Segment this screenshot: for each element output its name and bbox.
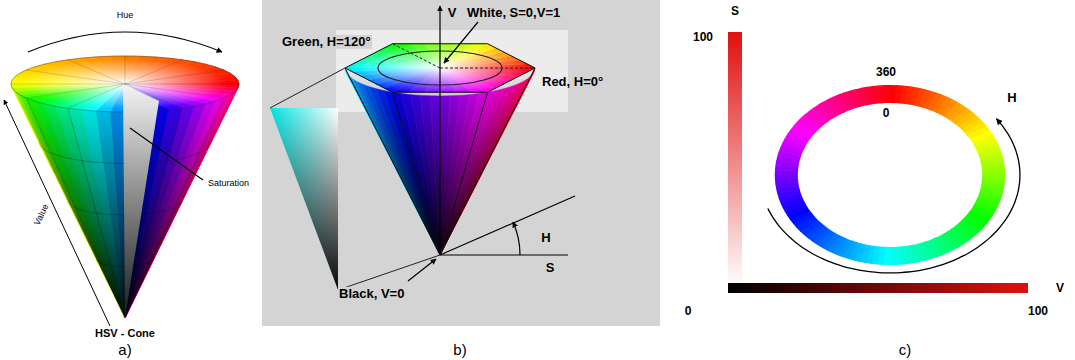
drawing-stroke: [125, 56, 126, 84]
axis-label: S: [545, 261, 556, 275]
drawing-stroke: [775, 174, 798, 179]
drawing-stroke: [775, 85, 1005, 265]
drawing-stroke: [123, 84, 159, 318]
point-label: Black, V=0: [338, 287, 405, 301]
figure-label: HSV - Cone: [94, 327, 156, 339]
drawing-stroke: [444, 22, 478, 63]
hsv-hexcone: [270, 6, 575, 290]
axis-label: S: [730, 5, 740, 18]
drawing-stroke: [440, 68, 535, 69]
drawing-stroke: [393, 44, 441, 68]
drawing-stroke: [130, 128, 203, 180]
drawing-stroke: [440, 196, 575, 255]
drawing-stroke: [26, 84, 125, 98]
drawing-stroke: [440, 254, 568, 255]
axis-label: H: [540, 231, 551, 245]
panel-background: [262, 0, 660, 326]
drawing-stroke: [768, 119, 1020, 273]
drawing-stroke: [26, 70, 125, 84]
drawing-stroke: [338, 255, 440, 290]
drawing-stroke: [11, 84, 125, 85]
scale-number: 0: [684, 305, 693, 318]
drawing-stroke: [345, 68, 440, 255]
drawing-stroke: [270, 68, 345, 108]
scale-number: 100: [1027, 305, 1049, 318]
panel-label: c): [898, 342, 913, 359]
value-bar: [728, 283, 1028, 293]
drawing-stroke: [440, 92, 488, 255]
axis-label: H: [1006, 91, 1017, 105]
drawing-stroke: [513, 222, 520, 255]
drawing-stroke: [125, 84, 239, 85]
saturation-bar: [728, 32, 742, 288]
drawing-stroke: [439, 6, 440, 255]
drawing-stroke: [68, 84, 125, 108]
drawing-stroke: [884, 85, 891, 103]
panel-label: a): [117, 342, 132, 359]
drawing-stroke: [125, 60, 182, 84]
drawing-stroke: [889, 247, 896, 265]
axis-label: V: [1055, 282, 1065, 295]
drawing-stroke: [393, 92, 441, 255]
axis-label: Hue: [116, 11, 135, 21]
drawing-stroke: [28, 32, 222, 52]
drawing-stroke: [11, 84, 239, 318]
drawing-stroke: [270, 108, 338, 290]
drawing-stroke: [68, 60, 125, 84]
axis-label: V: [447, 6, 458, 20]
drawing-stroke: [408, 259, 436, 281]
scale-number: 0: [882, 107, 891, 120]
drawing-stroke: [440, 68, 535, 255]
point-label: White, S=0,V=1: [466, 6, 561, 20]
scale-number: 100: [692, 31, 714, 44]
panel-label: b): [452, 342, 467, 359]
drawing-stroke: [4, 100, 110, 326]
scale-number: 360: [875, 66, 897, 79]
hsv-cone: [4, 32, 239, 326]
axis-label: Saturation: [207, 179, 250, 189]
vertex-label: Green, H=120°: [281, 35, 372, 49]
axis-label: Value: [32, 202, 52, 228]
drawing-stroke: [982, 170, 1005, 175]
drawing-stroke: [270, 108, 338, 290]
hue-wheel: [768, 85, 1020, 273]
drawing-stroke: [125, 70, 224, 84]
vertex-label: Red, H=0°: [541, 75, 604, 89]
